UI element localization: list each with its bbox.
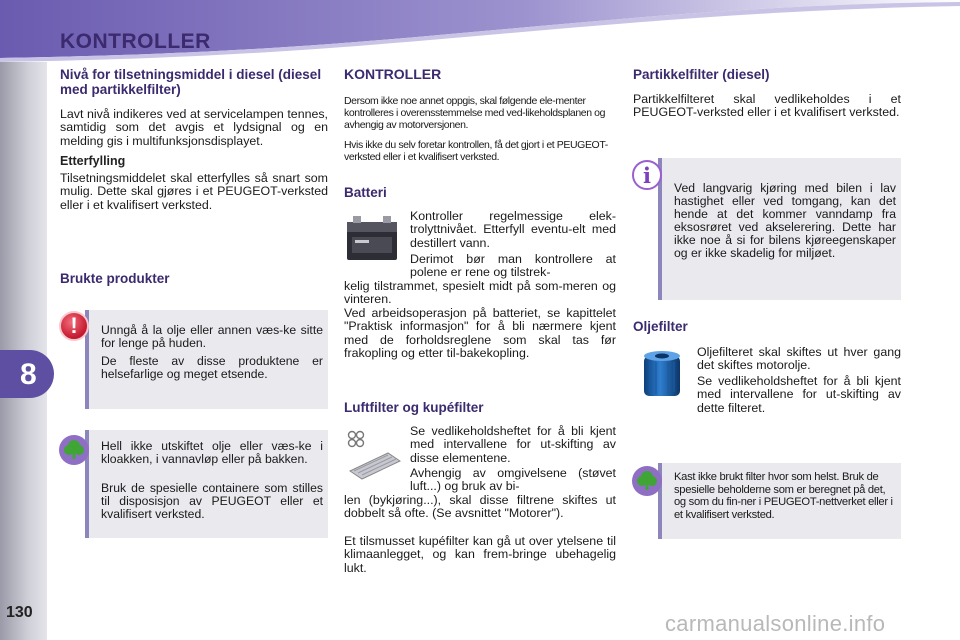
watermark-text: carmanualsonline.info	[665, 611, 886, 636]
paragraph-etterfylling: Tilsetningsmiddelet skal etterfylles så …	[60, 171, 328, 212]
paragraph-batteri-2b: kelig tilstrammet, spesielt midt på som-…	[344, 279, 616, 307]
battery-icon	[347, 216, 397, 260]
paragraph-nivaa: Lavt nivå indikeres ved at servicelampen…	[60, 107, 328, 148]
environment-box-1: Hell ikke utskiftet olje eller væs-ke i …	[85, 430, 328, 538]
info-box: Ved langvarig kjøring med bilen i lav ha…	[658, 158, 901, 300]
heading-luftfilter: Luftfilter og kupéfilter	[344, 400, 484, 415]
page-title: KONTROLLER	[60, 30, 211, 53]
chapter-tab	[0, 350, 54, 398]
paragraph-partikkelfilter: Partikkelfilteret skal vedlikeholdes i e…	[633, 92, 901, 120]
warning-text-2: De fleste av disse produktene er helsefa…	[101, 354, 323, 381]
environment-text-3: Kast ikke brukt filter hvor som helst. B…	[674, 471, 893, 521]
paragraph-oljefilter-1: Oljefilteret skal skiftes ut hver gang d…	[697, 345, 901, 373]
heading-partikkelfilter: Partikkelfilter (diesel)	[633, 67, 770, 82]
info-icon: i	[632, 160, 662, 190]
heading-oljefilter: Oljefilter	[633, 319, 688, 334]
warning-box: Unngå å la olje eller annen væs-ke sitte…	[85, 310, 328, 409]
warning-text-1: Unngå å la olje eller annen væs-ke sitte…	[101, 323, 323, 350]
environment-text-1: Hell ikke utskiftet olje eller væs-ke i …	[101, 439, 323, 466]
header-band	[0, 0, 960, 62]
paragraph-luftfilter-2a: Avhengig av omgivelsene (støvet luft...)…	[410, 466, 616, 494]
page-number: 130	[6, 604, 33, 621]
paragraph-luftfilter-1: Se vedlikeholdsheftet for å bli kjent me…	[410, 424, 616, 465]
environment-tree-icon-2	[632, 466, 662, 496]
paragraph-batteri-3: Ved arbeidsoperasjon på batteriet, se ka…	[344, 306, 616, 361]
paragraph-luftfilter-3: Et tilsmusset kupéfilter kan gå ut over …	[344, 534, 616, 575]
paragraph-luftfilter-2b: len (bykjøring...), skal disse filtrene …	[344, 493, 616, 521]
heading-brukte-produkter: Brukte produkter	[60, 271, 170, 286]
heading-nivaa-tilsetningsmiddel: Nivå for tilsetningsmiddel i diesel (die…	[60, 67, 322, 97]
heading-kontroller: KONTROLLER	[344, 66, 442, 82]
oil-filter-icon	[644, 351, 680, 396]
environment-text-2: Bruk de spesielle containere som stilles…	[101, 481, 323, 521]
info-text: Ved langvarig kjøring med bilen i lav ha…	[674, 181, 896, 260]
heading-batteri: Batteri	[344, 185, 387, 200]
air-filter-icon	[347, 430, 402, 480]
chapter-number: 8	[20, 358, 37, 391]
paragraph-batteri-2a: Derimot bør man kontrollere at polene er…	[410, 252, 616, 280]
environment-tree-icon	[59, 435, 89, 465]
warning-icon: !	[59, 311, 89, 341]
paragraph-intro-2: Hvis ikke du selv foretar kontrollen, få…	[344, 139, 608, 164]
paragraph-batteri-1: Kontroller regelmessige elek-trolyttnivå…	[410, 209, 616, 250]
heading-etterfylling: Etterfylling	[60, 154, 126, 168]
paragraph-intro-1: Dersom ikke noe annet oppgis, skal følge…	[344, 95, 606, 132]
paragraph-oljefilter-2: Se vedlikeholdsheftet for å bli kjent me…	[697, 374, 901, 415]
environment-box-2: Kast ikke brukt filter hvor som helst. B…	[658, 463, 901, 539]
